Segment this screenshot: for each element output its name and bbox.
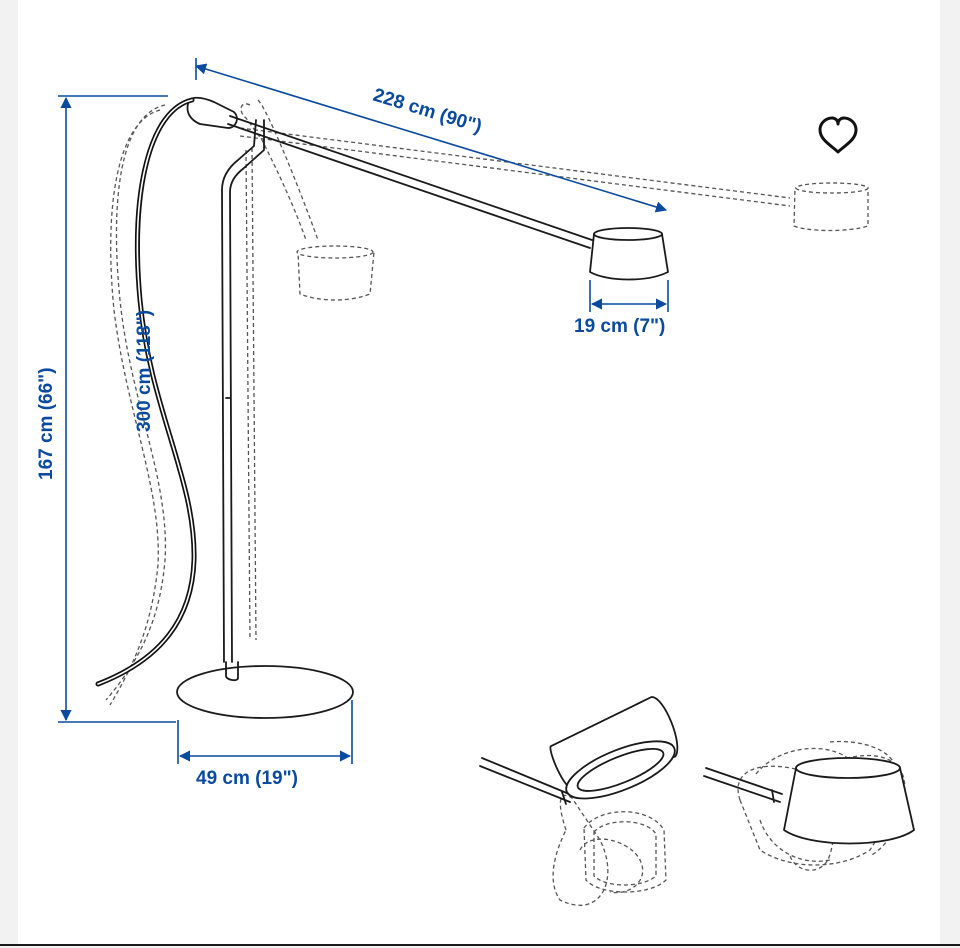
floor-lamp-illustration	[95, 96, 669, 719]
dimension-labels: 228 cm (90") 19 cm (7") 300 cm (118") 16…	[36, 85, 665, 789]
lamp-shade	[589, 233, 669, 281]
shade-tilt-detail	[479, 696, 679, 906]
base-diameter-label: 49 cm (19")	[196, 768, 298, 789]
lamp-base	[176, 665, 354, 719]
cord-length-label: 300 cm (118")	[134, 310, 155, 432]
heart-icon[interactable]	[818, 116, 858, 154]
dimension-lines	[58, 58, 669, 764]
lamp-head-joint	[186, 96, 238, 129]
arm-reach-label: 228 cm (90")	[371, 85, 485, 138]
shade-diameter-label: 19 cm (7")	[574, 316, 665, 337]
shade-rotate-detail	[703, 740, 915, 871]
height-label: 167 cm (66")	[36, 367, 57, 480]
alternate-position-ghosts	[105, 99, 869, 706]
bottom-divider	[0, 944, 960, 946]
